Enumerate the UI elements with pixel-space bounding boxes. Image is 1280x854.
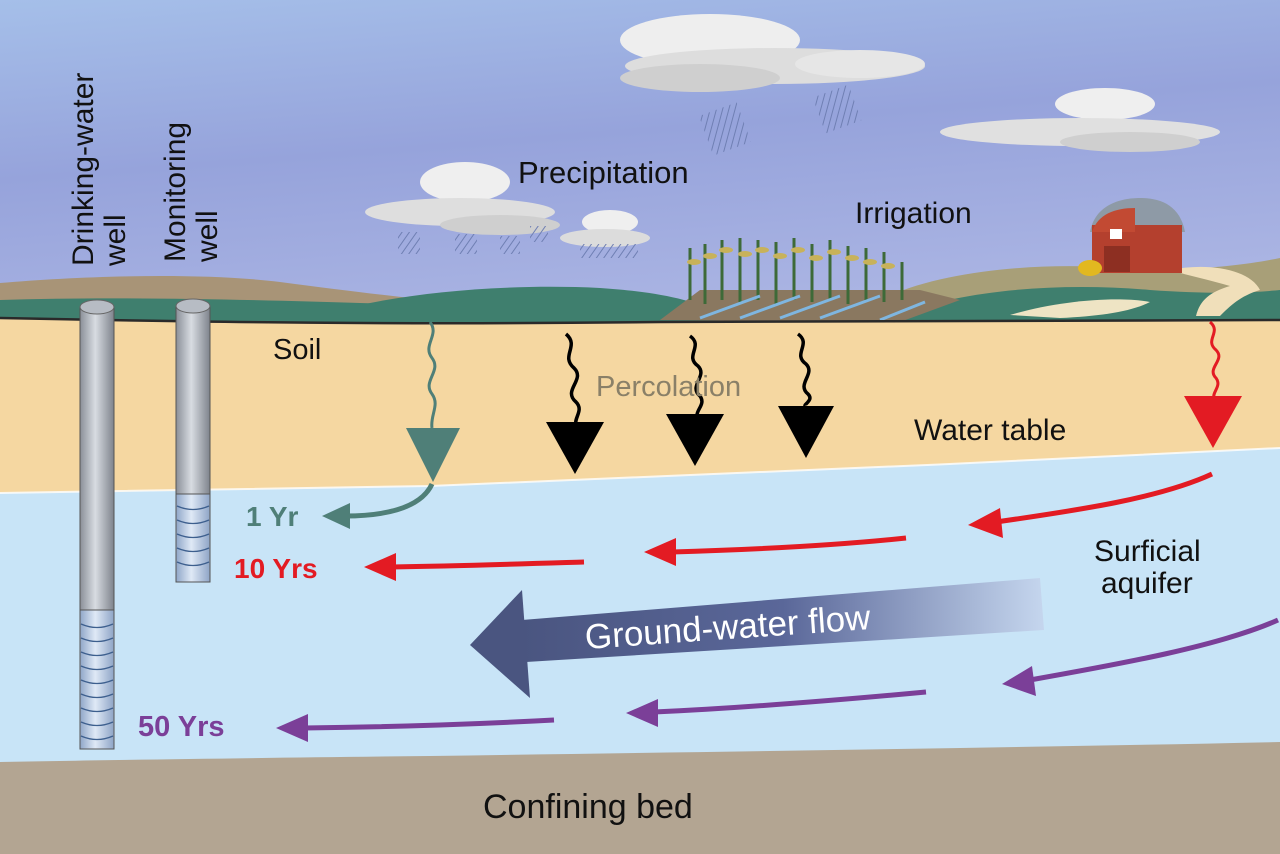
soil-layer <box>0 318 1280 493</box>
confining-bed-label: Confining bed <box>483 788 693 826</box>
irrigation-label: Irrigation <box>855 197 972 230</box>
travel-time-10yrs: 10 Yrs <box>234 553 318 584</box>
cloud-left <box>365 162 560 254</box>
drinking-water-well-label: Drinking-water well <box>67 72 132 266</box>
drinking-water-well <box>79 299 115 750</box>
monitoring-well <box>175 298 211 583</box>
precipitation-label: Precipitation <box>518 155 689 190</box>
water-table-line <box>0 447 1280 494</box>
percolation-arrow-red <box>1184 320 1242 448</box>
crop-leaves <box>687 247 895 269</box>
soil-label: Soil <box>273 334 322 366</box>
flow-arrows-50yr <box>276 617 1280 742</box>
travel-time-50yrs: 50 Yrs <box>138 711 225 743</box>
water-table-label: Water table <box>914 414 1067 447</box>
flow-arrows-10yr <box>364 471 1214 581</box>
barn <box>1078 198 1185 276</box>
monitoring-well-label-line1: Monitoring <box>159 121 192 262</box>
surficial-aquifer-label-line1: Surficial <box>1094 535 1201 568</box>
hill-middle <box>360 286 720 330</box>
monitoring-well-label-line2: well <box>191 210 224 262</box>
percolation-arrow-teal <box>406 321 460 482</box>
cloud-large <box>620 14 925 156</box>
drinking-water-well-label-line1: Drinking-water <box>67 72 100 266</box>
field-patch <box>1010 299 1150 318</box>
percolation-label: Percolation <box>596 371 742 403</box>
monitoring-well-label: Monitoring well <box>159 121 224 262</box>
ground-water-flow-arrow <box>470 578 1044 698</box>
percolation-arrow-1 <box>546 332 604 474</box>
flow-arrow-1yr <box>322 482 435 529</box>
cloud-right <box>940 88 1220 152</box>
surficial-aquifer <box>0 448 1280 762</box>
irrigation-channels <box>699 294 926 322</box>
travel-time-1yr: 1 Yr <box>246 501 299 532</box>
percolation-arrow-3 <box>778 332 834 458</box>
drinking-water-well-label-line2: well <box>99 214 132 266</box>
percolation-arrow-2 <box>666 334 724 466</box>
farm-road <box>1170 266 1260 316</box>
confining-bed <box>0 742 1280 854</box>
surficial-aquifer-label-line2: aquifer <box>1101 567 1193 600</box>
cloud-small <box>560 210 650 258</box>
